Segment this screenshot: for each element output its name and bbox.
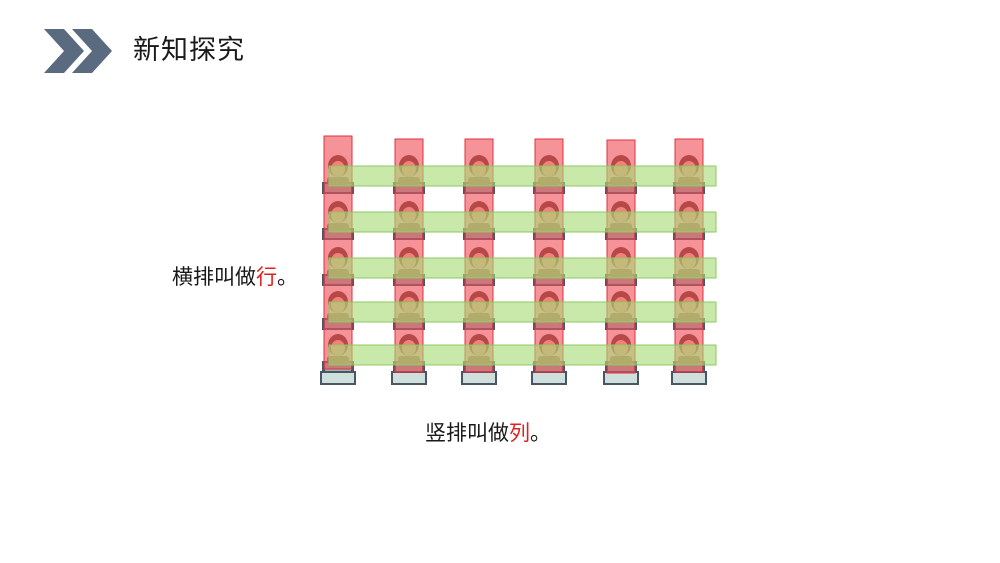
row-definition-caption: 横排叫做行。: [172, 262, 298, 292]
desk-base: [391, 371, 427, 385]
row-caption-prefix: 横排叫做: [172, 265, 256, 289]
desk-base: [531, 371, 567, 385]
desk-base: [671, 371, 707, 385]
column-definition-caption: 竖排叫做列。: [425, 418, 551, 448]
column-term: 列: [509, 421, 530, 445]
row-caption-suffix: 。: [277, 265, 298, 289]
page-title: 新知探究: [133, 35, 245, 66]
desk-base: [320, 371, 356, 385]
column-caption-suffix: 。: [530, 421, 551, 445]
row-term: 行: [256, 265, 277, 289]
double-chevron-right-icon: [44, 29, 112, 73]
row-highlight: [328, 344, 717, 366]
desk-base: [603, 371, 639, 385]
row-highlight: [328, 257, 717, 279]
desk-base: [461, 371, 497, 385]
row-highlight: [328, 301, 717, 323]
row-highlight: [328, 211, 717, 233]
row-highlight: [328, 165, 717, 187]
column-caption-prefix: 竖排叫做: [425, 421, 509, 445]
